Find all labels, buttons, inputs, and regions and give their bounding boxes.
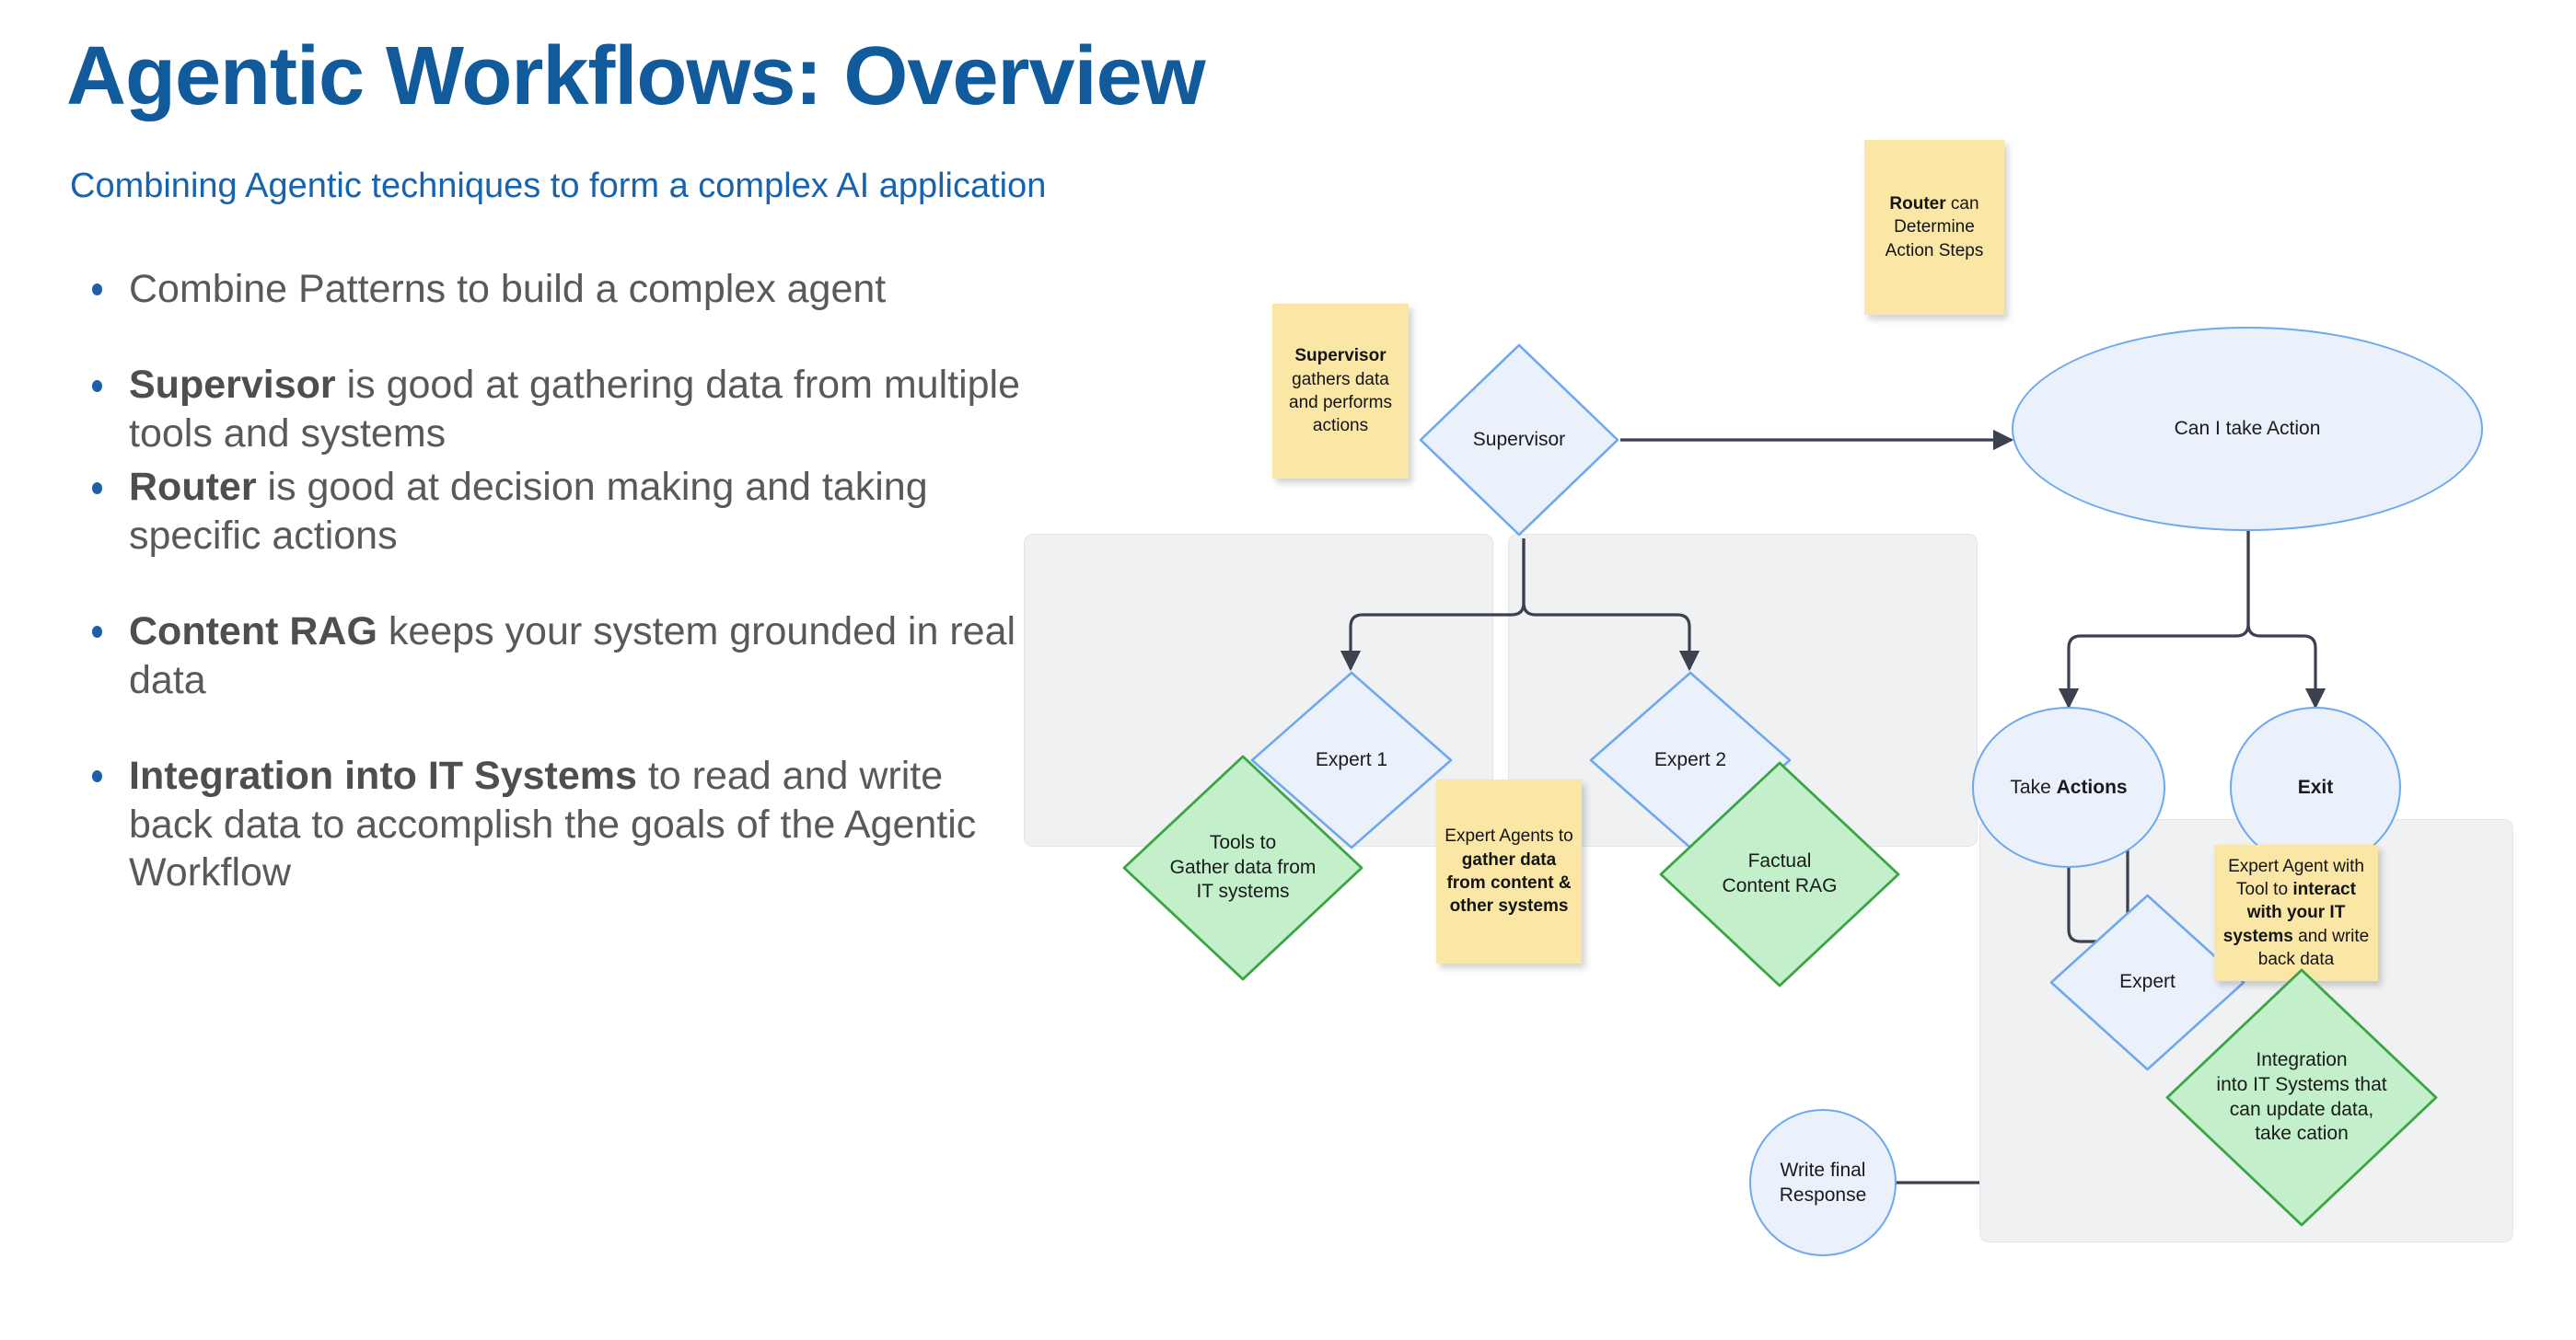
note-router: Router can Determine Action Steps (1864, 140, 2004, 315)
diamond-shape-icon (1122, 755, 1363, 981)
note-bold: interact with your IT systems (2222, 880, 2356, 946)
bullet-dot-icon (92, 626, 102, 639)
bullet-dot-icon (92, 481, 102, 494)
bullet-dot-icon (92, 283, 102, 296)
list-item: Combine Patterns to build a complex agen… (72, 265, 1020, 313)
list-item: Integration into IT Systems to read and … (72, 752, 1020, 896)
node-tools-gather-data[interactable]: Tools to Gather data from IT systems (1120, 753, 1365, 983)
node-label: Take Actions (2010, 776, 2128, 798)
node-write-final-response[interactable]: Write final Response (1749, 1109, 1897, 1256)
node-integration-it-systems[interactable]: Integration into IT Systems that can upd… (2164, 966, 2440, 1229)
bullet-dot-icon (92, 379, 102, 392)
list-item: Content RAG keeps your system grounded i… (72, 607, 1020, 704)
note-text: Expert Agents to (1445, 826, 1573, 847)
node-supervisor[interactable]: Supervisor (1418, 342, 1620, 537)
page-subtitle: Combining Agentic techniques to form a c… (70, 167, 1047, 205)
note-text: Expert Agent with Tool to (2228, 856, 2364, 900)
node-can-i-take-action[interactable]: Can I take Action (2012, 327, 2483, 531)
note-text: gathers data and performs actions (1289, 369, 1392, 436)
note-supervisor: Supervisor gathers data and performs act… (1272, 304, 1409, 479)
bullet-list: Combine Patterns to build a complex agen… (72, 265, 1020, 897)
node-exit[interactable]: Exit (2230, 707, 2401, 868)
note-bold: gather data from content & other systems (1446, 849, 1572, 917)
node-factual-content-rag[interactable]: Factual Content RAG (1657, 759, 1902, 989)
list-item: Router is good at decision making and ta… (72, 463, 1020, 560)
node-label: Can I take Action (2174, 418, 2321, 440)
bullet-text: to read and write back data to accomplis… (129, 754, 977, 895)
note-bold: Supervisor (1294, 346, 1387, 366)
diamond-shape-icon (2165, 968, 2438, 1227)
bullet-lead: Supervisor (129, 363, 336, 408)
diamond-shape-icon (2049, 894, 2245, 1071)
note-expert-agent-tool: Expert Agent with Tool to interact with … (2214, 845, 2378, 981)
note-bold: Router (1889, 194, 1946, 214)
bullet-text: is good at decision making and taking sp… (129, 465, 928, 558)
bullet-lead: Content RAG (129, 609, 377, 654)
node-label: Exit (2297, 776, 2334, 798)
agentic-workflow-diagram: Supervisor Supervisor gathers data and p… (1024, 140, 2550, 1298)
bullet-dot-icon (92, 770, 102, 783)
note-text-post: and write back data (2257, 926, 2370, 969)
bullet-text: is good at gathering data from multiple … (129, 363, 1021, 456)
bullet-lead: Router (129, 465, 257, 510)
bullet-lead: Integration into IT Systems (129, 754, 637, 799)
note-expert-agents: Expert Agents to gather data from conten… (1436, 780, 1582, 964)
bullet-text: Combine Patterns to build a complex agen… (129, 267, 887, 311)
node-label: Write final Response (1779, 1159, 1867, 1206)
note-text: can Determine Action Steps (1885, 194, 1984, 260)
diamond-shape-icon (1250, 671, 1453, 849)
page-title: Agentic Workflows: Overview (66, 30, 1206, 122)
bullet-text: keeps your system grounded in real data (129, 609, 1016, 702)
diamond-shape-icon (1419, 343, 1619, 537)
diamond-shape-icon (1659, 761, 1900, 988)
list-item: Supervisor is good at gathering data fro… (72, 361, 1020, 457)
node-take-actions[interactable]: Take Actions (1972, 707, 2165, 868)
